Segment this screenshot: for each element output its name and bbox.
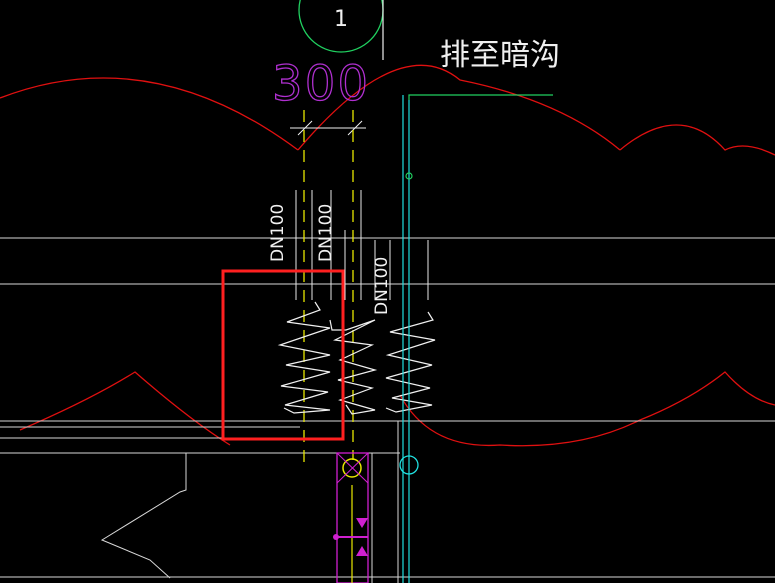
drain-riser-circle xyxy=(342,458,362,478)
cyan-lines xyxy=(402,95,410,583)
green-leader xyxy=(408,94,553,100)
green-node xyxy=(405,172,413,180)
pipe-label-1: DN100 xyxy=(268,204,288,262)
dimension-tick-left xyxy=(297,120,313,136)
break-symbol-3 xyxy=(385,311,436,413)
note-text: 排至暗沟 xyxy=(440,38,560,73)
cloud-arc-right xyxy=(619,124,775,156)
pipe-centerlines xyxy=(303,110,354,470)
cloud-arc-top xyxy=(297,64,621,151)
cloud-arc-bottom-right xyxy=(399,371,775,447)
pipe-label-3: DN100 xyxy=(372,257,392,315)
valve-handle xyxy=(333,534,339,540)
dimension: 300 xyxy=(271,55,369,136)
wall-lines xyxy=(0,237,775,578)
cyan-riser-circle xyxy=(399,455,419,475)
axis-bubble: 1 xyxy=(298,0,384,53)
break-symbols xyxy=(277,301,436,415)
highlight-box[interactable] xyxy=(221,269,345,441)
cloud-arc-bottom-left xyxy=(19,371,231,446)
axis-bubble-label: 1 xyxy=(334,7,348,32)
cloud-arc-left xyxy=(0,77,299,151)
pipe-outlines xyxy=(295,190,429,300)
wall-verticals xyxy=(371,421,399,583)
pipe-label-2: DN100 xyxy=(316,204,336,262)
break-symbol-1 xyxy=(277,301,331,414)
dimension-tick-right xyxy=(347,120,363,136)
revision-cloud xyxy=(0,64,775,447)
dimension-value: 300 xyxy=(272,56,368,112)
step-outline xyxy=(100,453,187,579)
drain-riser xyxy=(333,452,369,583)
valve-bottom xyxy=(356,546,368,556)
break-symbol-2 xyxy=(329,319,378,415)
valve-top xyxy=(356,518,368,528)
pipe-labels: DN100 DN100 DN100 xyxy=(268,204,392,315)
